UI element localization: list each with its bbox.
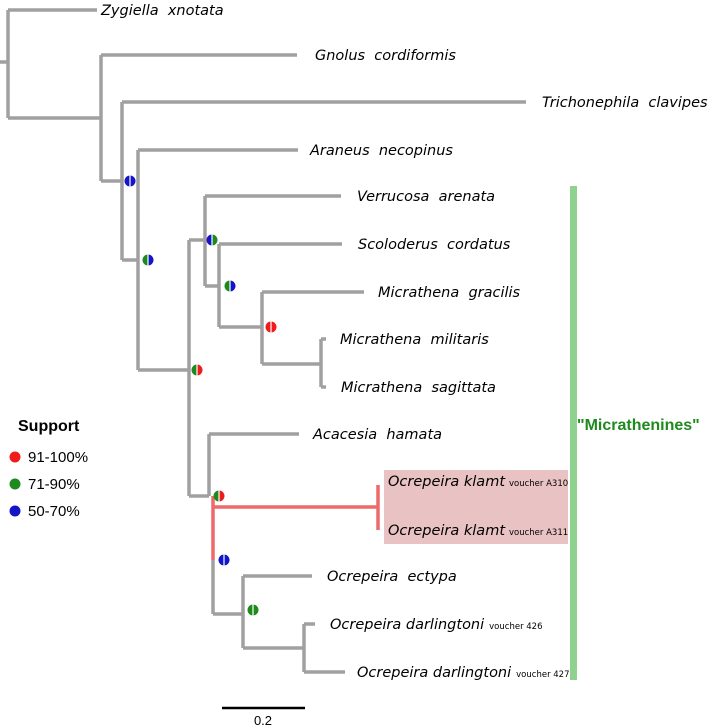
taxon-label-verrucosa: Verrucosa arenata xyxy=(357,189,495,205)
voucher-427: voucher 427 xyxy=(516,670,569,680)
taxon-label-gnolus: Gnolus cordiformis xyxy=(315,48,456,64)
taxon-label-scoloderus: Scoloderus cordatus xyxy=(358,237,511,253)
voucher-a310: voucher A310 xyxy=(509,479,568,489)
support-node-5 xyxy=(206,234,218,246)
clade-bar xyxy=(570,186,577,680)
taxon-label-militaris: Micrathena militaris xyxy=(340,332,489,348)
legend-title: Support xyxy=(18,418,80,435)
tree-branches xyxy=(0,8,526,674)
support-node-9 xyxy=(213,490,225,502)
taxon-label-trichonephila: Trichonephila clavipes xyxy=(542,95,708,111)
support-node-2 xyxy=(142,254,154,266)
highlight-branches xyxy=(211,485,380,560)
taxon-label-ectypa: Ocrepeira ectypa xyxy=(327,569,457,585)
legend-swatch-50-70 xyxy=(9,505,21,517)
taxon-name-darlingtoni-427: Ocrepeira darlingtoni xyxy=(357,665,511,681)
taxon-name-darlingtoni-426: Ocrepeira darlingtoni xyxy=(330,617,484,633)
clade-label: "Micrathenines" xyxy=(577,417,700,434)
highlight-box xyxy=(384,470,568,544)
legend-swatch-91-100 xyxy=(9,451,21,463)
support-dividers xyxy=(129,175,272,616)
support-legend: Support 91-100% 71-90% 50-70% xyxy=(9,418,88,520)
taxon-label-gracilis: Micrathena gracilis xyxy=(378,285,521,301)
taxon-label-sagittata: Micrathena sagittata xyxy=(341,380,496,396)
taxon-name-klamt-a310: Ocrepeira klamt xyxy=(388,474,506,490)
voucher-426: voucher 426 xyxy=(489,622,542,632)
voucher-a311: voucher A311 xyxy=(509,528,568,538)
legend-swatch-71-90 xyxy=(9,478,21,490)
taxon-label-darlingtoni-426: Ocrepeira darlingtoni voucher 426 xyxy=(330,617,543,633)
legend-label-71-90: 71-90% xyxy=(28,476,80,493)
support-node-3 xyxy=(191,364,203,376)
taxon-label-araneus: Araneus necopinus xyxy=(309,143,453,159)
taxon-label-acacesia: Acacesia hamata xyxy=(312,427,442,443)
legend-label-91-100: 91-100% xyxy=(28,449,88,466)
legend-label-50-70: 50-70% xyxy=(28,503,80,520)
support-node-6 xyxy=(224,280,236,292)
taxon-label-darlingtoni-427: Ocrepeira darlingtoni voucher 427 xyxy=(357,665,570,681)
taxon-name-klamt-a311: Ocrepeira klamt xyxy=(388,523,506,539)
scale-label: 0.2 xyxy=(254,713,272,728)
taxon-label-zygiella: Zygiella xnotata xyxy=(100,3,224,19)
